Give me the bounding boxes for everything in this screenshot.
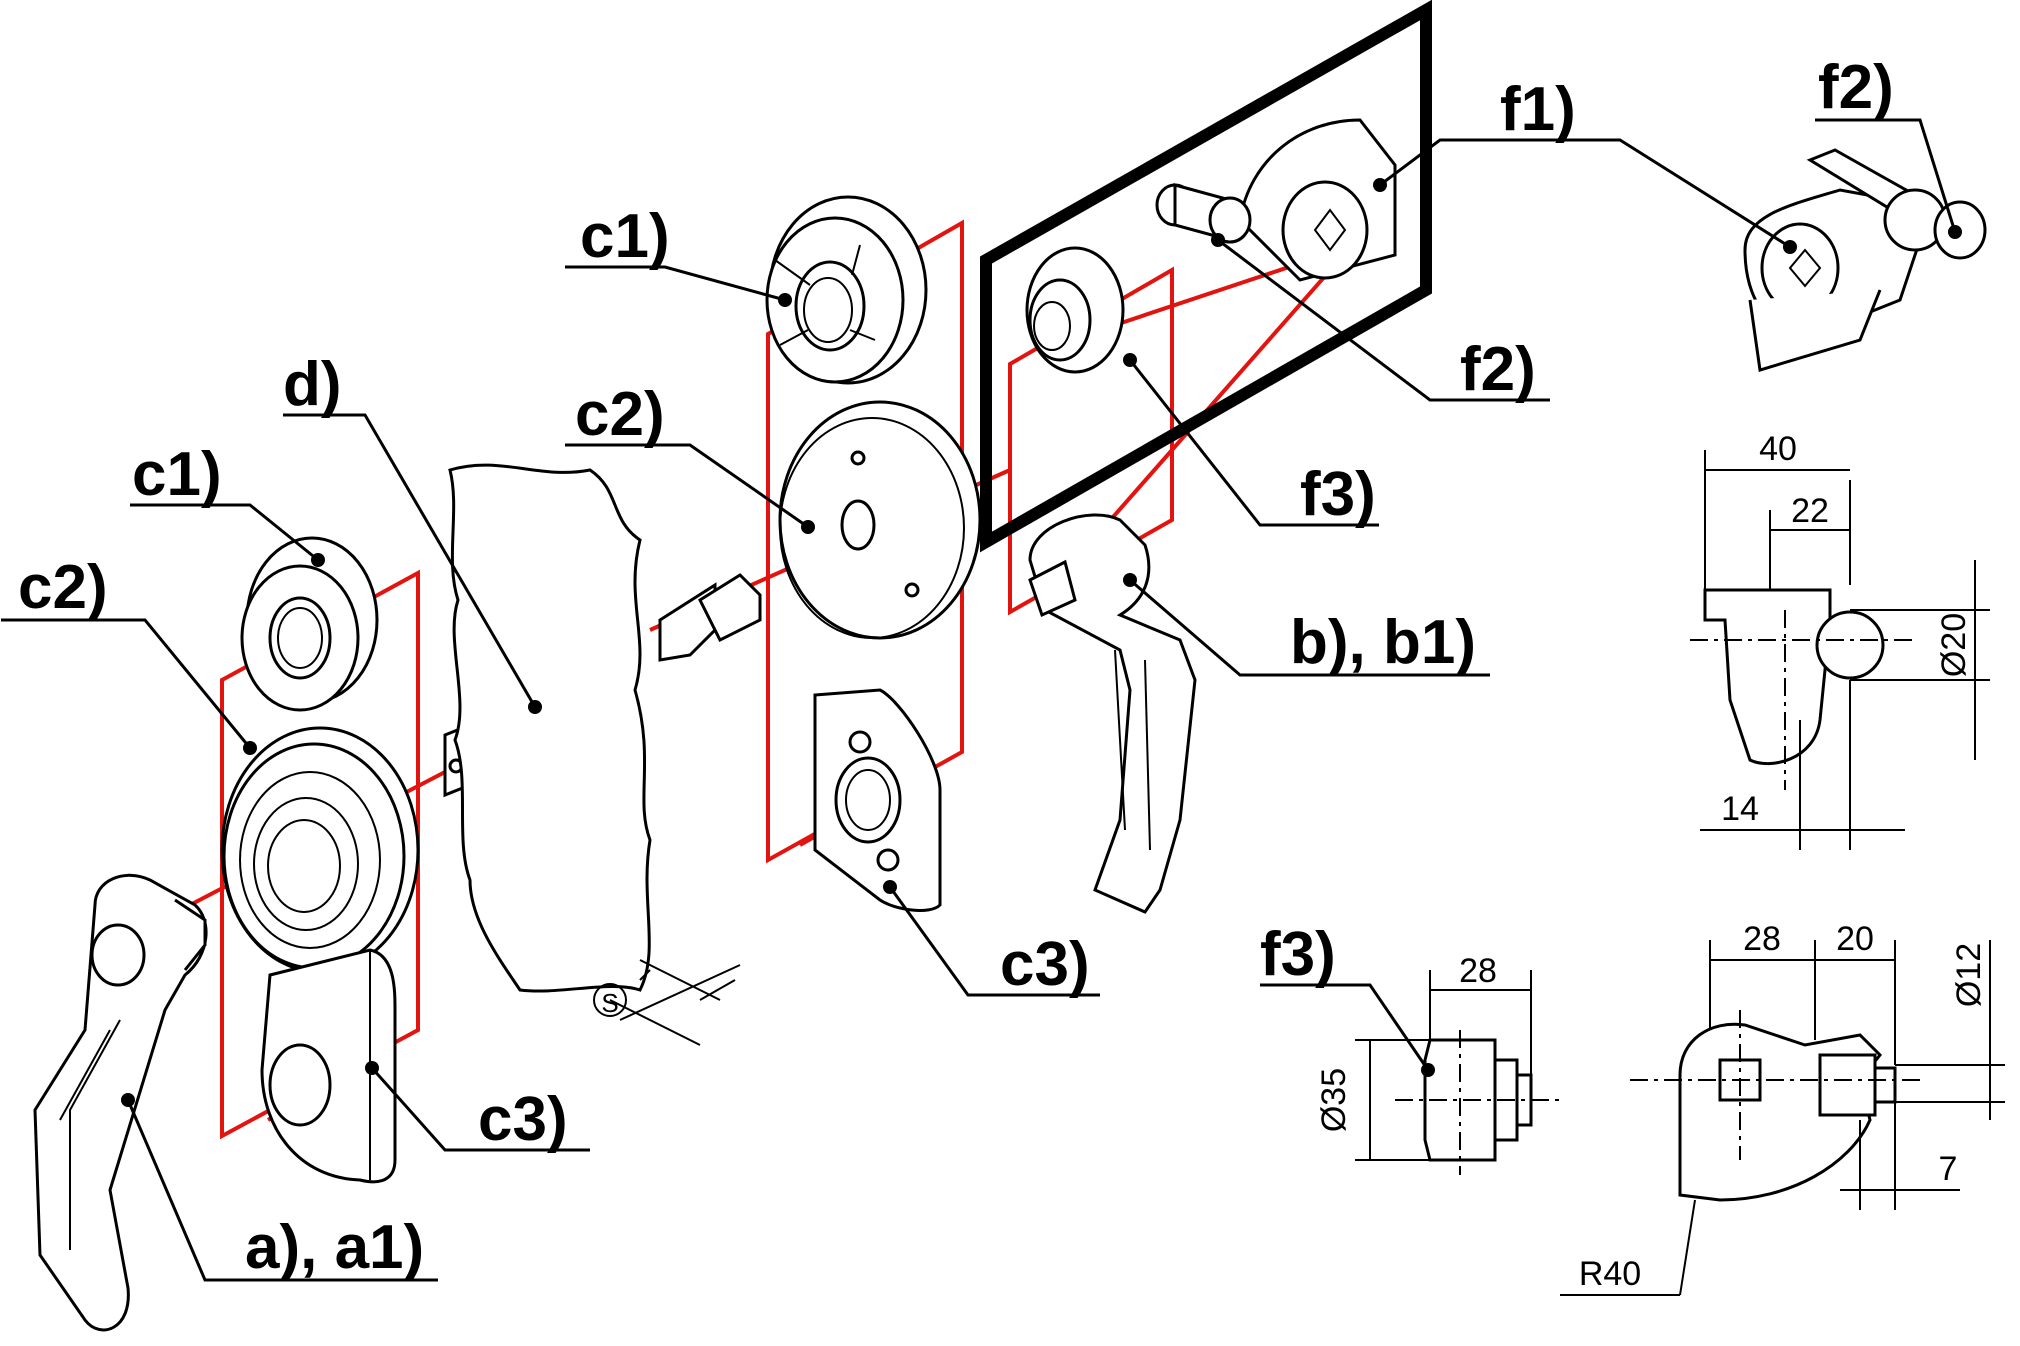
callout-b-b1: b), b1) [1290, 608, 1476, 677]
dim-22: 22 [1791, 492, 1829, 530]
callout-f1: f1) [1500, 75, 1576, 144]
f3-detail: 28 Ø35 [1315, 952, 1560, 1175]
c2-rosette-right [778, 400, 982, 640]
callout-c1-left: c1) [132, 440, 222, 509]
callout-f2-top: f2) [1818, 53, 1894, 122]
front-dim-r40: R40 [1579, 1255, 1641, 1293]
c2-rosette-left [220, 726, 420, 974]
wall-thickness-dimension: S [593, 959, 741, 1046]
dim-14: 14 [1721, 790, 1759, 828]
dim-dia20: Ø20 [1935, 613, 1973, 677]
callout-f3-center: f3) [1300, 460, 1376, 529]
callout-c2-right: c2) [575, 380, 665, 449]
f2-stop-center [1155, 183, 1252, 244]
f1-f2-detail-iso [1743, 148, 1987, 372]
dim-40: 40 [1759, 430, 1797, 468]
side-view-detail: 40 22 14 Ø20 [1690, 430, 1990, 850]
callout-c3-left: c3) [478, 1085, 568, 1154]
f1-cam-center [1238, 118, 1397, 282]
lever-b-right [1028, 513, 1197, 914]
c1-ring-left [240, 536, 379, 712]
front-view-detail: 28 20 Ø12 7 R40 [1560, 920, 2005, 1296]
f3-dim-dia35: Ø35 [1315, 1068, 1353, 1132]
c3-plate-left [260, 948, 397, 1184]
front-dim-7: 7 [1939, 1150, 1958, 1188]
callout-f3-detail: f3) [1260, 920, 1336, 989]
callout-a-a1: a), a1) [245, 1213, 424, 1282]
lever-a-left [33, 873, 208, 1332]
leader-lines [1, 118, 1962, 1282]
callout-c1-right: c1) [580, 202, 670, 271]
front-dim-28: 28 [1743, 920, 1781, 958]
highlight-frame [980, 0, 1432, 553]
f3-dim-28: 28 [1459, 952, 1497, 990]
front-dim-dia12: Ø12 [1950, 943, 1988, 1007]
door-panel [448, 463, 762, 993]
front-dim-20: 20 [1836, 920, 1874, 958]
c1-ring-right [765, 195, 928, 385]
wall-symbol-label: S [601, 988, 618, 1018]
callout-f2-center: f2) [1460, 335, 1536, 404]
callout-c3-right: c3) [1000, 930, 1090, 999]
callout-d: d) [283, 350, 342, 419]
c3-plate-right [813, 688, 942, 912]
f3-spacer-center [1025, 246, 1125, 374]
callout-c2-left: c2) [18, 553, 108, 622]
